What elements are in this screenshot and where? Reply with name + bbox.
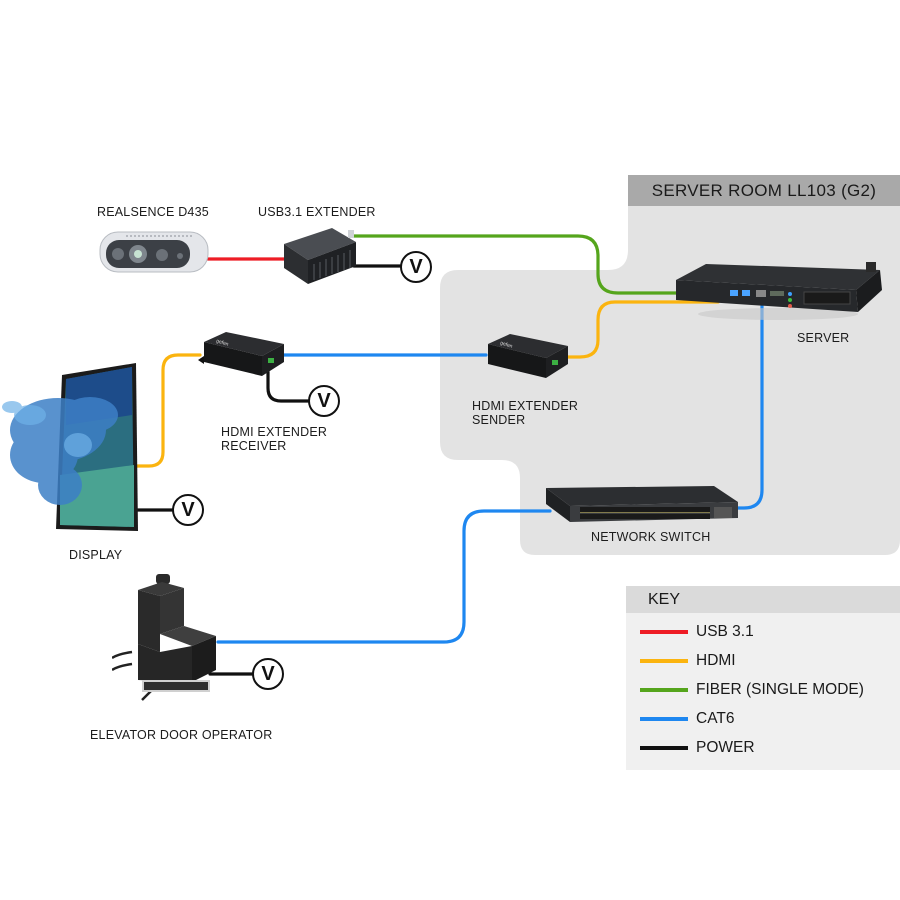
- hdmi-sender-label-line1: HDMI EXTENDER: [472, 399, 579, 413]
- legend-label-power: POWER: [696, 738, 755, 756]
- cable-hdmi-server-sender: [563, 300, 720, 359]
- power-symbol-usb-extender: V: [400, 251, 432, 283]
- legend-label-hdmi: HDMI: [696, 651, 736, 669]
- svg-text:gefen: gefen: [215, 338, 229, 348]
- network-switch-label: NETWORK SWITCH: [591, 530, 711, 544]
- legend-swatch-power: [640, 745, 688, 750]
- power-cable-hdmi-receiver: [266, 370, 310, 403]
- hdmi-receiver-icon: gefen: [198, 332, 284, 376]
- legend-key: KEY USB 3.1 HDMI FIBER (SINGLE MODE) CAT…: [626, 586, 900, 770]
- elevator-label: ELEVATOR DOOR OPERATOR: [90, 728, 273, 742]
- realsense-camera-icon: [99, 231, 209, 273]
- display-label: DISPLAY: [69, 548, 123, 562]
- power-symbol-hdmi-receiver: V: [308, 385, 340, 417]
- legend-swatch-cat6: [640, 716, 688, 721]
- power-symbol-elevator: V: [252, 658, 284, 690]
- display-icon: [2, 363, 138, 531]
- cable-cat6-switch-elevator: [216, 509, 552, 644]
- elevator-door-operator-icon: [112, 574, 216, 701]
- hdmi-sender-label-line2: SENDER: [472, 413, 526, 427]
- legend-label-fiber: FIBER (SINGLE MODE): [696, 680, 864, 698]
- legend-item-fiber: FIBER (SINGLE MODE): [626, 675, 900, 704]
- server-label: SERVER: [797, 331, 850, 345]
- cable-fiber: [350, 234, 720, 295]
- usb-extender-label: USB3.1 EXTENDER: [258, 205, 376, 219]
- hdmi-sender-icon: gefen: [488, 334, 568, 378]
- legend-item-hdmi: HDMI: [626, 646, 900, 675]
- legend-item-power: POWER: [626, 733, 900, 762]
- legend-title: KEY: [626, 586, 900, 613]
- svg-text:gefen: gefen: [499, 340, 513, 350]
- network-switch-icon: [546, 486, 738, 522]
- hdmi-receiver-label-line2: RECEIVER: [221, 439, 287, 453]
- realsense-label: REALSENCE D435: [97, 205, 209, 219]
- server-icon: [676, 262, 882, 320]
- hdmi-receiver-label-line1: HDMI EXTENDER: [221, 425, 328, 439]
- cable-cat6-server-switch: [733, 300, 764, 510]
- legend-label-cat6: CAT6: [696, 709, 735, 727]
- legend-label-usb: USB 3.1: [696, 622, 754, 640]
- legend-swatch-hdmi: [640, 658, 688, 663]
- server-room-title: SERVER ROOM LL103 (G2): [628, 175, 900, 206]
- cable-hdmi-receiver-display: [135, 353, 202, 468]
- power-symbol-display: V: [172, 494, 204, 526]
- legend-swatch-usb: [640, 629, 688, 634]
- legend-swatch-fiber: [640, 687, 688, 692]
- legend-item-usb: USB 3.1: [626, 617, 900, 646]
- legend-item-cat6: CAT6: [626, 704, 900, 733]
- usb-extender-icon: [284, 228, 356, 284]
